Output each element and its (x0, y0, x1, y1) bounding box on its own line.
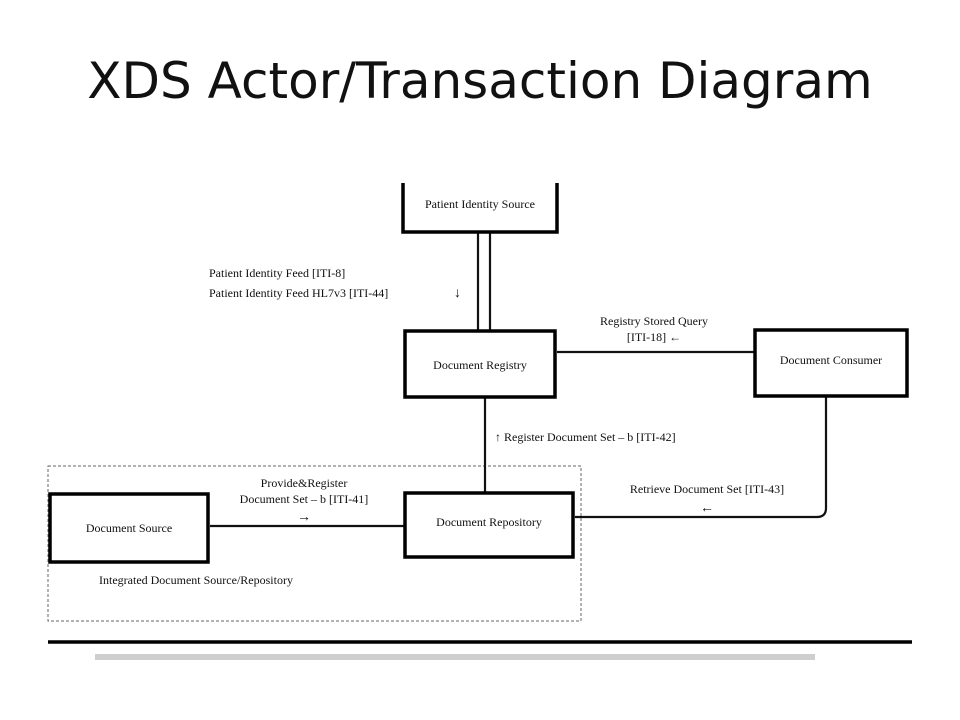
actor-label: Patient Identity Source (425, 197, 535, 211)
arrow-left-icon: ← (700, 501, 714, 516)
label-retrieve-document-set: Retrieve Document Set [ITI-43] (630, 482, 784, 496)
actor-document-registry: Document Registry (403, 329, 557, 399)
slide-title: XDS Actor/Transaction Diagram (87, 52, 873, 110)
actor-patient-identity-source: Patient Identity Source (401, 183, 559, 234)
label-registry-stored-query: Registry Stored Query (600, 314, 708, 328)
actor-label: Document Registry (433, 358, 527, 372)
retrieve-wire (575, 396, 828, 519)
arrow-right-icon: → (297, 510, 311, 525)
label-patient-identity-feed-iti8: Patient Identity Feed [ITI-8] (209, 266, 345, 280)
cropped-caption-strip (95, 654, 815, 660)
actor-label: Document Consumer (780, 353, 882, 367)
integrated-grouping-boundary (47, 465, 582, 622)
label-provide-register: Provide&Register (261, 476, 348, 490)
label-patient-identity-feed-iti44: Patient Identity Feed HL7v3 [ITI-44] (209, 286, 388, 300)
label-register-document-set: ↑ Register Document Set – b [ITI-42] (495, 430, 676, 444)
label-registry-stored-query-iti18: [ITI-18] ← (627, 330, 681, 344)
label-provide-register-iti41: Document Set – b [ITI-41] (240, 492, 369, 506)
actor-document-consumer: Document Consumer (753, 328, 909, 398)
actor-document-source: Document Source (48, 492, 210, 564)
arrow-down-icon: ↓ (454, 286, 461, 301)
actor-document-repository: Document Repository (403, 491, 575, 559)
label-integrated-grouping: Integrated Document Source/Repository (99, 573, 293, 587)
actor-label: Document Repository (436, 515, 542, 529)
actor-label: Document Source (86, 521, 172, 535)
